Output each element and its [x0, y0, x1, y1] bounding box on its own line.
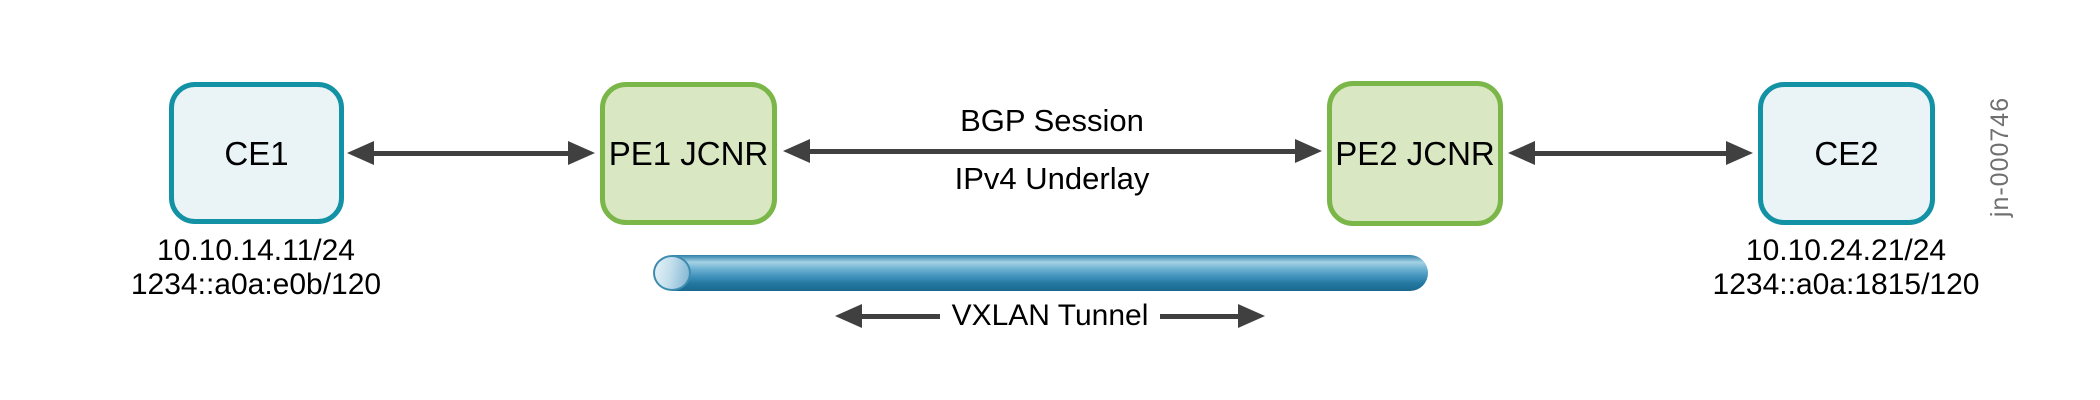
arrowhead-left-icon: [834, 304, 862, 328]
figure-id: jn-000746: [1986, 96, 2014, 218]
node-ce1: CE1: [169, 82, 344, 224]
tunnel-span-arrow-right: [1160, 304, 1266, 328]
arrowhead-left-icon: [347, 141, 374, 165]
link-line: [810, 148, 1295, 154]
vxlan-tunnel-pipe: [672, 255, 1428, 291]
arrowhead-right-icon: [1726, 141, 1753, 165]
ce2-ipv4-address: 10.10.24.21/24: [1745, 234, 1947, 267]
arrowhead-right-icon: [1295, 139, 1322, 163]
node-pe1-label: PE1 JCNR: [608, 135, 769, 172]
arrowhead-right-icon: [568, 141, 595, 165]
arrowhead-right-icon: [1238, 304, 1266, 328]
arrow-line: [861, 313, 940, 319]
arrowhead-left-icon: [783, 139, 810, 163]
ipv4-underlay-label: IPv4 Underlay: [954, 161, 1150, 196]
ce1-ipv6-address: 1234::a0a:e0b/120: [130, 268, 382, 301]
tunnel-span-arrow-left: [834, 304, 940, 328]
ce1-address-labels: 10.10.14.11/24 1234::a0a:e0b/120: [86, 234, 426, 302]
link-pe2-ce2: [1508, 141, 1753, 165]
link-line: [374, 150, 568, 156]
node-ce1-label: CE1: [224, 134, 289, 172]
ce2-ipv6-address: 1234::a0a:1815/120: [1712, 268, 1980, 301]
vxlan-tunnel-caption: VXLAN Tunnel: [800, 296, 1300, 336]
vxlan-tunnel-label: VXLAN Tunnel: [951, 299, 1149, 332]
arrowhead-left-icon: [1508, 141, 1535, 165]
bgp-session-label: BGP Session: [960, 103, 1144, 138]
link-ce1-pe1: [347, 141, 595, 165]
node-pe1-jcnr: PE1 JCNR: [600, 82, 777, 225]
node-pe2-jcnr: PE2 JCNR: [1327, 81, 1503, 226]
ce2-address-labels: 10.10.24.21/24 1234::a0a:1815/120: [1676, 234, 2016, 302]
link-line: [1535, 150, 1726, 156]
node-ce2-label: CE2: [1814, 135, 1879, 172]
node-ce2: CE2: [1758, 82, 1935, 225]
ce1-ipv4-address: 10.10.14.11/24: [157, 234, 355, 267]
link-pe1-pe2: [783, 139, 1322, 163]
node-pe2-label: PE2 JCNR: [1335, 135, 1495, 172]
vxlan-tunnel-end-cap-icon: [653, 255, 691, 291]
arrow-line: [1160, 313, 1239, 319]
